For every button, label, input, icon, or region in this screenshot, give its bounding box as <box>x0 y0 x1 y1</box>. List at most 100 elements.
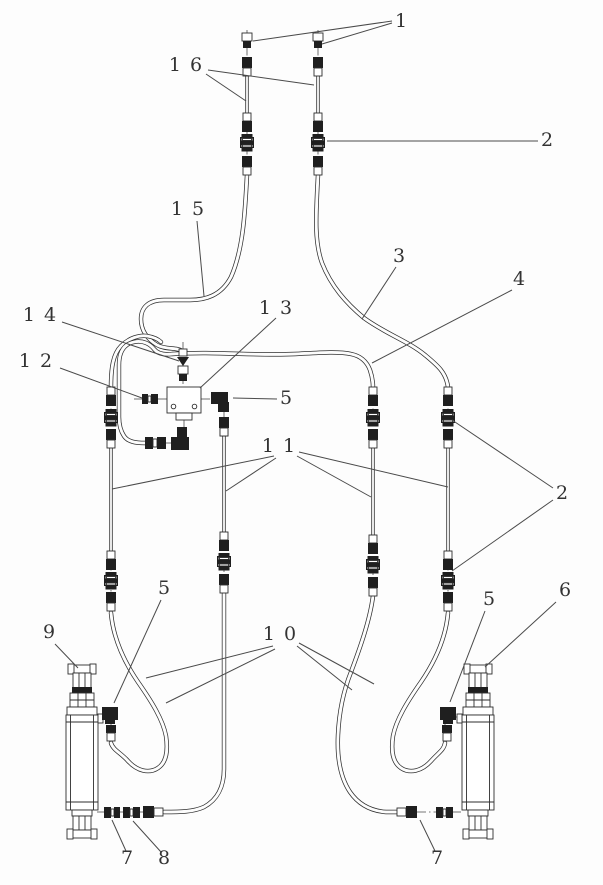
callout-6-label: 6 <box>559 579 571 601</box>
tube-top-fitting-crimp <box>106 439 116 449</box>
bottom-bar <box>69 829 95 839</box>
coupler-2-notch <box>453 412 455 423</box>
manifold-port-hole <box>191 403 198 410</box>
callout-11-label: 11 <box>262 435 304 457</box>
coupler-2-notch <box>252 137 254 148</box>
callout-14-leader <box>61 321 180 362</box>
elbow5-horizontal <box>211 392 228 404</box>
callout-5b-leader <box>113 599 162 704</box>
hose16-top-fitting-crimp <box>313 67 323 77</box>
callout-13-leader <box>199 317 277 389</box>
top-fitting-nut <box>106 395 116 406</box>
lower-fitting-nut <box>313 156 323 167</box>
clevis-nub <box>90 828 98 840</box>
hose-top-fitting-nut <box>368 577 378 588</box>
fitting12-gap <box>147 395 152 403</box>
fitting8-gap <box>129 808 134 817</box>
callout-12-leader <box>59 367 143 399</box>
callout-4-label: 4 <box>513 268 525 290</box>
coupler-2-band <box>367 409 379 414</box>
coupler-2-gap <box>443 413 453 416</box>
hose-top-fitting-crimp <box>368 587 378 597</box>
left-elbow5-nut <box>105 718 115 724</box>
tube-column-1 <box>104 386 118 612</box>
port-tab <box>456 713 463 724</box>
callout-15-label: 15 <box>171 198 213 220</box>
right-port-fitting-crimp <box>442 732 452 742</box>
hose-10-right-bottom-core <box>336 594 399 814</box>
hose16-top-fitting-nut <box>313 57 323 68</box>
coupler-2-band <box>241 140 253 145</box>
coupler-2-band <box>312 140 324 145</box>
callout-3-leader <box>361 266 397 320</box>
coupler-2-band <box>218 566 230 571</box>
callout-5a-label: 5 <box>280 387 292 409</box>
bottom-plates <box>468 815 488 831</box>
hose-10-left-bottom-core <box>162 591 226 814</box>
hoses <box>108 76 451 815</box>
bottom-elbow-stem <box>177 427 187 438</box>
tube-bottom-fitting-nut <box>443 559 453 570</box>
hose16-top-fitting-nut <box>242 57 252 68</box>
hose-3-right-core <box>314 173 450 389</box>
hose16-bottom-fitting-nut <box>313 121 323 132</box>
coupler-2-notch <box>378 412 380 423</box>
coupler-2-band <box>367 415 379 420</box>
coupler-2-notch <box>323 137 325 148</box>
callout-9-label: 9 <box>43 621 55 643</box>
hose-10-right-bottom-outline <box>335 593 400 815</box>
callout-5c-label: 5 <box>483 588 495 610</box>
hose-top-fitting-crimp <box>443 602 453 612</box>
tube-bottom-fitting-crimp <box>219 531 229 541</box>
coupler-2-band <box>241 147 253 152</box>
coupler-2-gap <box>106 419 116 423</box>
coupler-2-band <box>367 422 379 427</box>
hose-top-fitting-nut <box>219 574 229 585</box>
right-elbow5-nut <box>443 718 453 724</box>
coupler-2-notch <box>116 575 118 586</box>
clevis-nub <box>463 663 471 675</box>
fitting14-body <box>177 365 189 375</box>
bottom-plates <box>72 815 92 831</box>
bottom-band <box>467 809 489 817</box>
top-fitting-crimp <box>368 386 378 396</box>
callout-7b-label: 7 <box>431 847 443 869</box>
hose16-bottom-fitting-nut <box>242 121 252 132</box>
tube-bottom-fitting-nut <box>219 540 229 551</box>
plug-body <box>314 41 322 48</box>
coupler-2-gap <box>219 557 229 560</box>
coupler-2-gap <box>443 576 453 579</box>
fitting7-right <box>436 807 443 818</box>
coupler-2-band <box>442 578 454 583</box>
callout-16-leader <box>207 69 315 86</box>
hose-10-left-bottom-outline <box>161 590 227 815</box>
callout-7a-label: 7 <box>121 847 133 869</box>
coupler-2-band <box>218 553 230 558</box>
callout-8-leader <box>132 820 162 853</box>
fitting8 <box>133 807 140 818</box>
lower-fitting-crimp <box>242 166 252 176</box>
clevis-nub <box>89 663 97 675</box>
coupler-2-notch <box>229 556 231 567</box>
cylinder-port-fittings <box>102 707 456 818</box>
left-hose-end-crimp <box>153 807 164 817</box>
callout-9-leader <box>54 643 79 669</box>
coupler-2-gap <box>368 419 378 423</box>
coupler-2-gap <box>106 582 116 586</box>
hose-15-to-manifold-core <box>139 173 249 353</box>
coupler-2-notch <box>441 575 443 586</box>
left-hose-end-nut <box>143 806 154 818</box>
coupler-2-band <box>105 422 117 427</box>
coupler-2-band <box>312 134 324 139</box>
fitting7-gap <box>110 808 115 817</box>
clevis-band <box>468 687 488 693</box>
tube-bottom-fitting-nut <box>106 559 116 570</box>
fitting12-nut <box>142 394 148 404</box>
manifold-body <box>166 386 202 414</box>
callout-11-leader <box>296 455 372 498</box>
fitting14-wedge <box>177 357 189 366</box>
coupler-2-gap <box>313 138 323 141</box>
tube-bottom-fitting-crimp <box>106 550 116 560</box>
tube-top-fitting-crimp <box>443 439 453 449</box>
